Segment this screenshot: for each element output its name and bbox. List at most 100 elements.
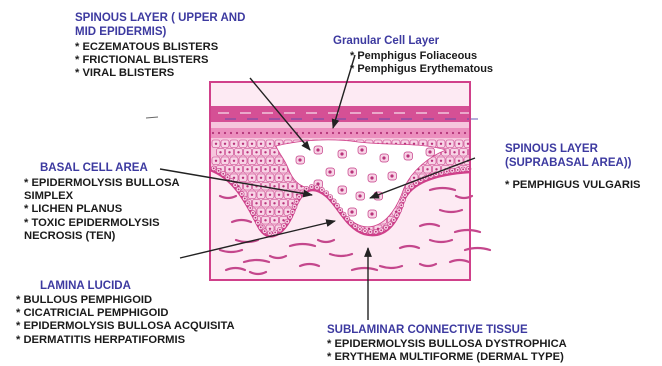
spinous-suprabasal-heading: SPINOUS LAYER (SUPRABASAL AREA)) bbox=[505, 143, 632, 170]
granule bbox=[326, 132, 328, 134]
cell-nucleus bbox=[252, 212, 254, 214]
cell-nucleus bbox=[269, 177, 271, 179]
basal-list: * EPIDERMOLYSIS BULLOSA SIMPLEX * LICHEN… bbox=[24, 177, 180, 243]
cell-nucleus bbox=[444, 151, 446, 153]
granule bbox=[410, 132, 412, 134]
cell-nucleus bbox=[364, 230, 366, 232]
cell-nucleus bbox=[471, 151, 473, 153]
cell-nucleus bbox=[311, 186, 313, 188]
cell-nucleus bbox=[246, 168, 248, 170]
cell-nucleus bbox=[287, 211, 289, 213]
granule bbox=[434, 132, 436, 134]
heading-line: SPINOUS LAYER ( UPPER AND bbox=[75, 12, 245, 26]
cell-nucleus bbox=[462, 168, 464, 170]
cell-nucleus bbox=[242, 160, 244, 162]
cell-nucleus bbox=[457, 169, 459, 171]
granule bbox=[266, 132, 268, 134]
cell-nucleus bbox=[278, 160, 280, 162]
granule bbox=[338, 132, 340, 134]
cell-nucleus bbox=[298, 196, 300, 198]
granule bbox=[452, 132, 454, 134]
cell-nucleus bbox=[273, 219, 275, 221]
granule bbox=[272, 132, 274, 134]
granule bbox=[320, 132, 322, 134]
granule bbox=[422, 132, 424, 134]
cell-nucleus bbox=[237, 151, 239, 153]
cell-nucleus bbox=[316, 148, 319, 151]
granule bbox=[446, 132, 448, 134]
cell-nucleus bbox=[336, 205, 338, 207]
cell-nucleus bbox=[260, 226, 262, 228]
heading-line: LAMINA LUCIDA bbox=[40, 280, 131, 294]
cell-nucleus bbox=[264, 168, 266, 170]
cell-nucleus bbox=[354, 225, 356, 227]
cell-nucleus bbox=[278, 194, 280, 196]
cell-nucleus bbox=[426, 168, 428, 170]
heading-line: (SUPRABASAL AREA)) bbox=[505, 157, 632, 171]
cell-nucleus bbox=[385, 227, 387, 229]
cell-nucleus bbox=[446, 171, 448, 173]
list-item: * ERYTHEMA MULTIFORME (DERMAL TYPE) bbox=[327, 351, 567, 364]
heading-line: SPINOUS LAYER bbox=[505, 143, 632, 157]
cell-nucleus bbox=[251, 143, 253, 145]
cell-nucleus bbox=[382, 156, 385, 159]
cell-nucleus bbox=[471, 202, 473, 204]
granule bbox=[440, 132, 442, 134]
cell-nucleus bbox=[278, 177, 280, 179]
cell-nucleus bbox=[260, 160, 262, 162]
cell-nucleus bbox=[411, 185, 413, 187]
granular-list: * Pemphigus Foliaceous * Pemphigus Eryth… bbox=[350, 50, 493, 76]
granule bbox=[254, 132, 256, 134]
cell-nucleus bbox=[431, 143, 433, 145]
list-item: * VIRAL BLISTERS bbox=[75, 67, 218, 80]
list-item: * FRICTIONAL BLISTERS bbox=[75, 54, 218, 67]
list-item: * ECZEMATOUS BLISTERS bbox=[75, 41, 218, 54]
granule bbox=[458, 132, 460, 134]
granule bbox=[242, 132, 244, 134]
cell-nucleus bbox=[471, 168, 473, 170]
cell-nucleus bbox=[441, 172, 443, 174]
cell-nucleus bbox=[346, 218, 348, 220]
cell-nucleus bbox=[400, 204, 402, 206]
granule bbox=[260, 132, 262, 134]
cell-nucleus bbox=[431, 160, 433, 162]
cell-nucleus bbox=[396, 214, 398, 216]
cell-nucleus bbox=[428, 150, 431, 153]
cell-nucleus bbox=[273, 202, 275, 204]
heading-line: MID EPIDERMIS) bbox=[75, 26, 245, 40]
basal-heading: BASAL CELL AREA bbox=[40, 162, 148, 176]
cell-nucleus bbox=[228, 151, 230, 153]
cell-nucleus bbox=[242, 177, 244, 179]
sublaminar-list: * EPIDERMOLYSIS BULLOSA DYSTROPHICA * ER… bbox=[327, 338, 567, 364]
cell-nucleus bbox=[471, 185, 473, 187]
cell-nucleus bbox=[228, 168, 230, 170]
list-item: * EPIDERMOLYSIS BULLOSA ACQUISITA bbox=[16, 320, 235, 333]
heading-line: Granular Cell Layer bbox=[333, 35, 439, 49]
cell-nucleus bbox=[449, 160, 451, 162]
granule bbox=[398, 132, 400, 134]
granule bbox=[380, 132, 382, 134]
cell-nucleus bbox=[279, 229, 281, 231]
cell-nucleus bbox=[237, 168, 239, 170]
list-item: * EPIDERMOLYSIS BULLOSA DYSTROPHICA bbox=[327, 338, 567, 351]
cell-nucleus bbox=[422, 143, 424, 145]
cell-nucleus bbox=[215, 143, 217, 145]
cell-nucleus bbox=[435, 168, 437, 170]
cell-nucleus bbox=[213, 167, 215, 169]
cell-nucleus bbox=[255, 217, 257, 219]
cell-nucleus bbox=[234, 184, 236, 186]
granule bbox=[350, 132, 352, 134]
cell-nucleus bbox=[274, 231, 276, 233]
cell-nucleus bbox=[458, 160, 460, 162]
list-item: * PEMPHIGUS VULGARIS bbox=[505, 179, 641, 192]
lamina-lucida-list: * BULLOUS PEMPHIGOID * CICATRICIAL PEMPH… bbox=[16, 294, 235, 347]
cell-nucleus bbox=[269, 194, 271, 196]
granule bbox=[248, 132, 250, 134]
cell-nucleus bbox=[380, 229, 382, 231]
list-item: * TOXIC EPIDERMOLYSIS bbox=[24, 217, 180, 230]
cell-nucleus bbox=[242, 143, 244, 145]
cell-nucleus bbox=[233, 177, 235, 179]
cell-nucleus bbox=[462, 151, 464, 153]
cell-nucleus bbox=[269, 160, 271, 162]
cell-nucleus bbox=[286, 221, 288, 223]
